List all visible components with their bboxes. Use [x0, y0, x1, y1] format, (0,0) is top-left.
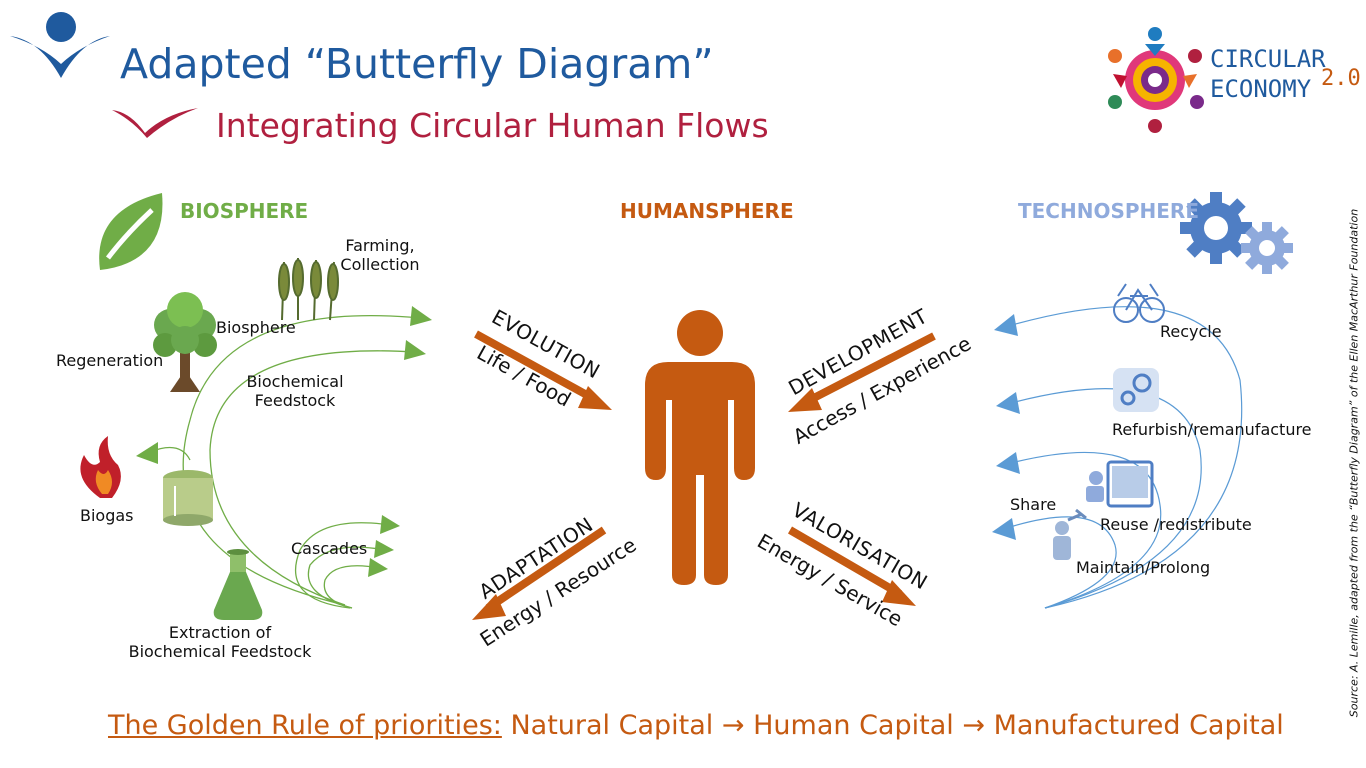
- manufactured-capital: Manufactured Capital: [993, 710, 1284, 741]
- bio-arrowheads: [136, 306, 432, 577]
- extraction-label: Extraction of Biochemical Feedstock: [120, 623, 320, 661]
- extraction-line-1: Extraction of: [168, 623, 272, 642]
- reuse-devices-icon: [1086, 460, 1154, 508]
- flask-icon: [213, 549, 263, 620]
- technosphere-heading: TECHNOSPHERE: [1018, 199, 1199, 223]
- wheat-icon: [278, 258, 339, 321]
- red-wing-icon: [112, 108, 198, 138]
- biochemical-feedstock-label: Biochemical Feedstock: [240, 372, 350, 410]
- priority-arrow-1: →: [721, 710, 745, 741]
- logo-version: 2.0: [1321, 66, 1361, 91]
- org-logo-icon: [10, 12, 110, 78]
- biogas-label: Biogas: [80, 506, 134, 525]
- logo-line-2: ECONOMY: [1210, 75, 1312, 103]
- extraction-line-2: Biochemical Feedstock: [128, 642, 312, 661]
- biosphere-heading: BIOSPHERE: [180, 199, 309, 223]
- digester-tank-icon: [163, 470, 213, 526]
- development-arrow: [788, 332, 936, 412]
- circular-economy-logo-icon: [1108, 27, 1204, 133]
- valorisation-arrow: [787, 526, 916, 606]
- reuse-label: Reuse /redistribute: [1100, 515, 1252, 534]
- recycle-label: Recycle: [1160, 322, 1222, 341]
- source-note: Source: A. Lemille, adapted from the “Bu…: [1346, 208, 1362, 718]
- humansphere-heading: HUMANSPHERE: [620, 199, 794, 223]
- tech-flow-lines: [1009, 306, 1243, 609]
- adaptation-arrow: [472, 526, 607, 620]
- refurbish-gears-icon: [1113, 368, 1159, 412]
- refurbish-label: Refurbish/remanufacture: [1112, 420, 1312, 439]
- priority-arrow-2: →: [962, 710, 985, 741]
- leaf-icon: [99, 193, 163, 270]
- golden-rule-heading: The Golden Rule of priorities:: [108, 710, 502, 741]
- cascades-label: Cascades: [291, 539, 368, 558]
- flame-icon: [80, 436, 121, 498]
- logo-line-1: CIRCULAR: [1210, 45, 1326, 73]
- page-title: Adapted “Butterfly Diagram”: [120, 40, 714, 88]
- tech-arrowheads: [992, 314, 1020, 540]
- golden-rule-footer: The Golden Rule of priorities: Natural C…: [108, 710, 1284, 741]
- regeneration-label: Regeneration: [56, 351, 164, 370]
- biosphere-label: Biosphere: [216, 318, 296, 337]
- source-text: Source: A. Lemille, adapted from the “Bu…: [1347, 208, 1361, 718]
- bicycle-recycle-icon: [1113, 283, 1165, 323]
- farming-line-2: Collection: [340, 255, 420, 274]
- farming-line-1: Farming,: [345, 236, 415, 255]
- gears-icon: [1180, 192, 1293, 274]
- human-capital: Human Capital: [753, 710, 954, 741]
- evolution-arrow: [474, 330, 612, 410]
- page-subtitle: Integrating Circular Human Flows: [216, 106, 769, 145]
- maintain-label: Maintain/Prolong: [1076, 558, 1211, 577]
- circular-economy-logo-text: CIRCULAR ECONOMY: [1210, 44, 1326, 104]
- biochemical-line-2: Feedstock: [254, 391, 336, 410]
- maintain-wrench-icon: [1053, 508, 1087, 560]
- human-figure-icon: [645, 310, 755, 585]
- natural-capital: Natural Capital: [510, 710, 714, 741]
- farming-label: Farming, Collection: [330, 236, 430, 274]
- share-label: Share: [1010, 495, 1057, 514]
- tree-icon: [153, 292, 217, 392]
- biochemical-line-1: Biochemical: [246, 372, 344, 391]
